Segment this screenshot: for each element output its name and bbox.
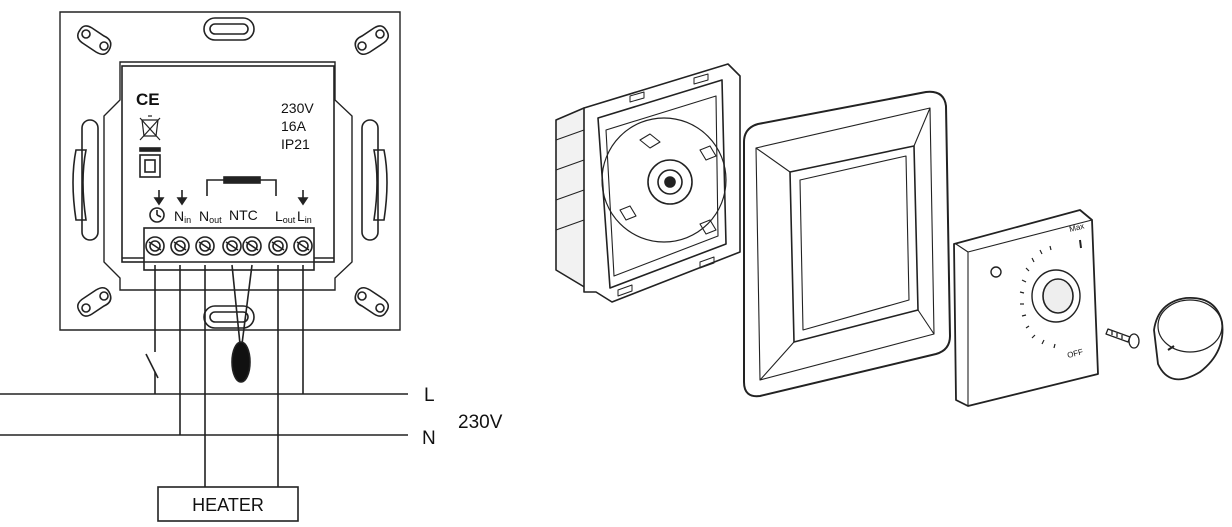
double-insulation-icon bbox=[139, 154, 161, 178]
bottom-slot bbox=[203, 305, 255, 329]
mounting-hole-bottom-left bbox=[76, 286, 112, 317]
wiring-diagram bbox=[59, 11, 401, 331]
mains-line-label: L bbox=[424, 385, 435, 406]
top-slot bbox=[203, 17, 255, 41]
crossed-bin-icon bbox=[139, 115, 161, 141]
dial-scale bbox=[1019, 245, 1056, 349]
terminal-screw bbox=[195, 236, 215, 256]
current-rating: 16A bbox=[281, 118, 307, 134]
clock-icon bbox=[149, 207, 165, 223]
terminal-screw bbox=[222, 236, 242, 256]
right-slot bbox=[373, 149, 388, 221]
knob-screw bbox=[1105, 328, 1140, 349]
control-module: Max OFF bbox=[953, 209, 1099, 407]
mounting-frame bbox=[555, 63, 741, 303]
mounting-hole-top-right bbox=[354, 25, 390, 56]
terminal-label-l-out: Lout bbox=[275, 208, 296, 225]
led-indicator bbox=[990, 266, 1002, 278]
labels: CE 230V 16A IP21 Nin Nout NTC Lout Lin L… bbox=[136, 90, 503, 515]
left-slot bbox=[72, 149, 87, 221]
heater-box bbox=[157, 486, 299, 522]
cover-frame bbox=[743, 90, 951, 398]
terminal-label-n-in: Nin bbox=[174, 208, 191, 225]
switch-contact bbox=[145, 353, 159, 379]
terminal-label-ntc: NTC bbox=[229, 207, 258, 223]
wiring bbox=[0, 264, 408, 522]
mounting-hole-bottom-right bbox=[354, 286, 390, 317]
ce-mark: CE bbox=[136, 90, 160, 109]
terminal-screw bbox=[242, 236, 262, 256]
terminal-arrows bbox=[153, 190, 309, 206]
mains-voltage-label: 230V bbox=[458, 412, 503, 433]
terminal-screw bbox=[145, 236, 165, 256]
terminal-screw bbox=[268, 236, 288, 256]
mounting-hole-top-left bbox=[76, 25, 112, 56]
heater-label: HEATER bbox=[192, 495, 264, 515]
mains-neutral-label: N bbox=[422, 428, 436, 449]
dial-max-label: Max bbox=[1068, 222, 1085, 234]
dial-off-label: OFF bbox=[1066, 347, 1084, 360]
exploded-view: Max OFF bbox=[555, 63, 1224, 407]
terminal-label-l-in: Lin bbox=[297, 208, 312, 225]
terminal-block bbox=[122, 227, 334, 271]
weee-bar bbox=[139, 147, 161, 152]
mounting-plate bbox=[59, 11, 401, 331]
voltage-rating: 230V bbox=[281, 100, 314, 116]
ntc-sensor-icon bbox=[231, 341, 251, 383]
ip-rating: IP21 bbox=[281, 136, 310, 152]
thermostat-knob bbox=[1153, 297, 1224, 381]
terminal-screw bbox=[293, 236, 313, 256]
terminal-screw bbox=[170, 236, 190, 256]
terminal-label-n-out: Nout bbox=[199, 208, 222, 225]
